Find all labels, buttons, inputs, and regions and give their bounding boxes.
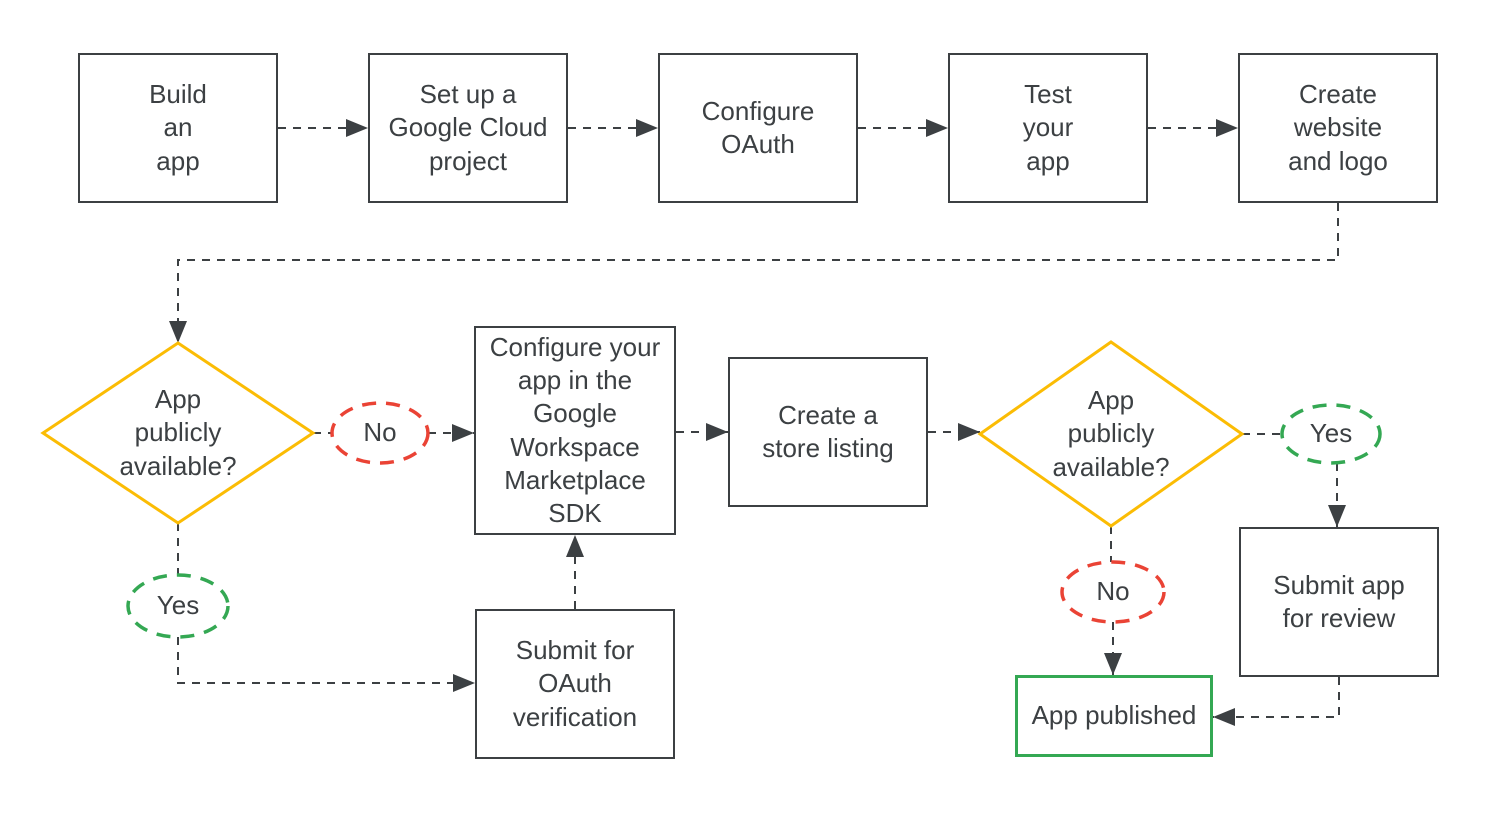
node-build-app: Build an app <box>78 53 278 203</box>
node-setup-google-cloud-project: Set up a Google Cloud project <box>368 53 568 203</box>
node-setup-google-cloud-project-label: Set up a Google Cloud project <box>388 79 548 176</box>
no2-oval <box>1060 560 1166 624</box>
yes1-label: Yes <box>156 590 200 621</box>
node-test-your-app-label: Test your app <box>1022 79 1074 176</box>
yes1-oval <box>126 573 230 639</box>
node-create-store-listing: Create a store listing <box>728 357 928 507</box>
decision2-diamond <box>977 340 1245 528</box>
edge-submit-review-to-published <box>1213 677 1340 726</box>
yes2-label: Yes <box>1309 418 1353 449</box>
yes2-label-wrap: Yes <box>1281 414 1381 454</box>
decision1-label: App publicly available? <box>119 384 237 481</box>
no2-label-wrap: No <box>1063 572 1163 612</box>
node-test-your-app: Test your app <box>948 53 1148 203</box>
node-configure-oauth: Configure OAuth <box>658 53 858 203</box>
edge-website-to-decision1 <box>169 203 1339 343</box>
node-submit-app-for-review: Submit app for review <box>1239 527 1439 677</box>
node-create-website-and-logo-label: Create website and logo <box>1288 79 1388 176</box>
node-configure-marketplace-sdk: Configure your app in the Google Workspa… <box>474 326 676 535</box>
no1-oval <box>330 401 430 465</box>
node-submit-oauth-verification: Submit for OAuth verification <box>475 609 675 759</box>
no1-label-wrap: No <box>330 413 430 453</box>
node-app-published: App published <box>1015 675 1213 757</box>
edge-yes1-to-oauth-verification <box>177 637 475 692</box>
yes1-label-wrap: Yes <box>128 586 228 626</box>
node-app-published-label: App published <box>1031 700 1197 731</box>
node-create-store-listing-label: Create a store listing <box>762 399 894 463</box>
node-submit-oauth-verification-label: Submit for OAuth verification <box>512 635 638 732</box>
yes2-oval <box>1280 403 1382 465</box>
node-create-website-and-logo: Create website and logo <box>1238 53 1438 203</box>
node-build-app-label: Build an app <box>149 79 207 176</box>
no1-label: No <box>363 417 397 448</box>
decision1-label-wrap: App publicly available? <box>78 373 278 493</box>
node-submit-app-for-review-label: Submit app for review <box>1273 569 1405 633</box>
node-configure-oauth-label: Configure OAuth <box>701 95 815 159</box>
decision2-label-wrap: App publicly available? <box>1011 374 1211 494</box>
no2-label: No <box>1096 576 1130 607</box>
decision1-diamond <box>40 341 316 525</box>
node-configure-marketplace-sdk-label: Configure your app in the Google Workspa… <box>489 332 661 528</box>
decision2-label: App publicly available? <box>1052 385 1170 482</box>
